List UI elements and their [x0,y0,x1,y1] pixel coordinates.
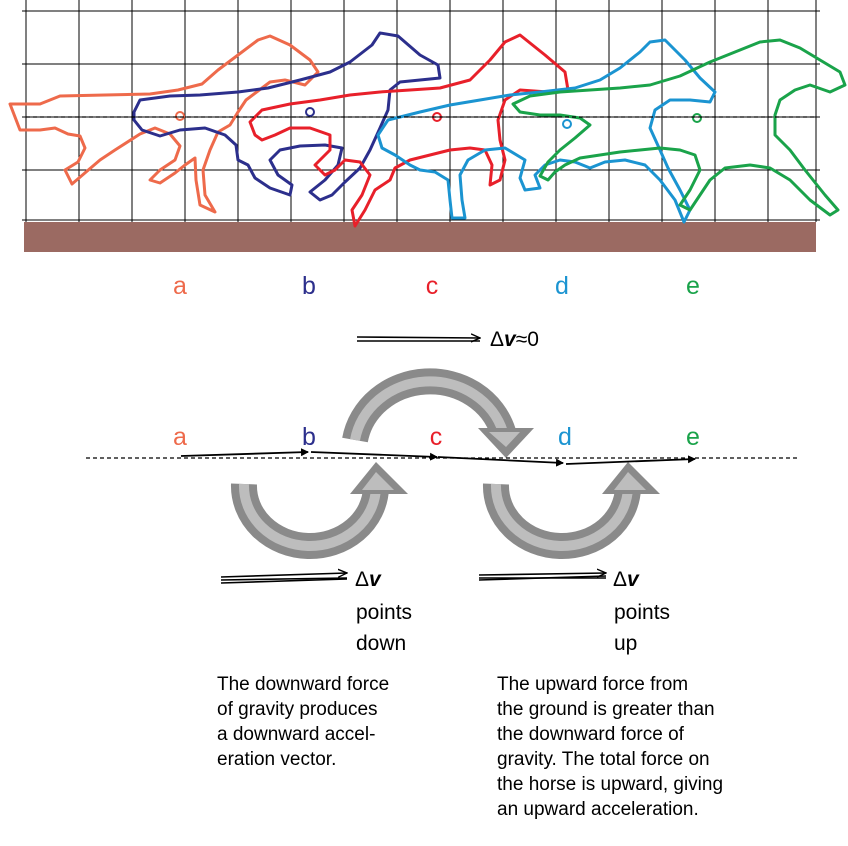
horse-outline-a [8,34,320,214]
delta-v-down-text-2: down [356,632,406,655]
horse-outline-d [376,38,717,224]
center-of-mass-b [305,107,315,117]
caption-right-line: the horse is upward, giving [497,774,724,795]
caption-left-line: The downward force [217,674,390,695]
delta-v-down-text-1: points [356,601,412,624]
delta-v-up-arrow [478,573,606,581]
frame-label-b-top: b [302,272,316,300]
caption-right-line: The upward force from [497,674,689,695]
velocity-vector-c [437,456,564,467]
curved-arrow-over-c [342,368,534,458]
velocity-vectors [180,448,696,467]
caption-right-line: the ground is greater than [497,699,715,720]
velocity-vector-a [180,448,309,457]
frame-label-e-top: e [686,272,700,300]
caption-right-line: an upward acceleration. [497,799,699,820]
delta-v-down-arrow [220,573,347,584]
caption-right-line: the downward force of [497,724,684,745]
caption-right: The upward force from the ground is grea… [497,672,723,822]
caption-left-line: of gravity produces [217,699,378,720]
frame-label-a-top: a [173,272,187,300]
ground-strip [24,222,816,252]
frame-label-c-top: c [426,272,439,300]
caption-left-line: a downward accel- [217,724,376,745]
horse-outline-c [248,33,570,228]
frame-label-e-mid: e [686,423,700,451]
frame-label-d-top: d [555,272,569,300]
curved-arrow-under-d [482,462,660,560]
velocity-vector-d [565,455,696,465]
curved-arrow-under-b [230,462,408,560]
horse-outline-e [511,38,847,217]
delta-v-zero-label: Δv≈0 [490,328,539,351]
delta-v-zero-arrow [356,337,480,341]
delta-v-up-text-1: points [614,601,670,624]
caption-left-line: eration vector. [217,749,337,770]
horse-outline-b [132,31,442,202]
velocity-vector-b [310,451,438,461]
caption-right-line: gravity. The total force on [497,749,710,770]
delta-v-up-label: Δv [613,568,640,591]
caption-left: The downward force of gravity produces a… [217,672,389,772]
center-of-mass-d [562,119,572,129]
center-of-mass-a [175,111,185,121]
delta-v-up-text-2: up [614,632,637,655]
frame-label-b-mid: b [302,423,316,451]
center-of-mass-e [692,113,702,123]
frame-label-d-mid: d [558,423,572,451]
delta-v-down-label: Δv [355,568,382,591]
frame-label-c-mid: c [430,423,443,451]
frame-label-a-mid: a [173,423,187,451]
